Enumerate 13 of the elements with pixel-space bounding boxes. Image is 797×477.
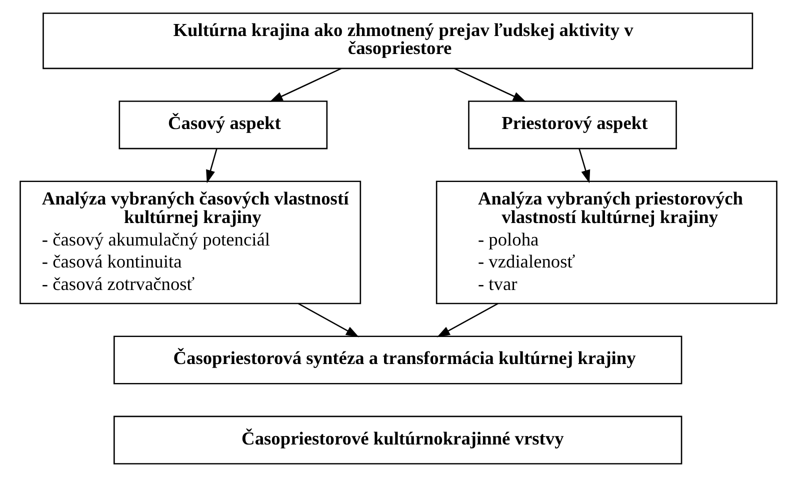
arrow [454, 68, 526, 102]
node-box: Analýza vybraných časových vlastností kultúrnej krajiny - časový akumulačný potenciál - časová kontinuita - časová zotrvačnosť [20, 180, 362, 304]
node-box: Kultúrna krajina ako zhmotnený prejav ľudskej aktivity v časopriestore [42, 12, 754, 70]
arrow [206, 148, 218, 184]
node-box: Časový aspekt [118, 100, 328, 150]
arrow [270, 68, 342, 102]
arrow [436, 302, 498, 338]
node-box: Časopriestorová syntéza a transformácia kultúrnej krajiny [114, 336, 682, 384]
arrow [298, 302, 360, 338]
node-box: Analýza vybraných priestorových vlastností kultúrnej krajiny - poloha - vzdialenosť - tvar [436, 180, 778, 304]
node-box: Priestorový aspekt [468, 100, 677, 150]
arrow [578, 148, 590, 184]
node-box: Časopriestorové kultúrnokrajinné vrstvy [114, 416, 682, 464]
